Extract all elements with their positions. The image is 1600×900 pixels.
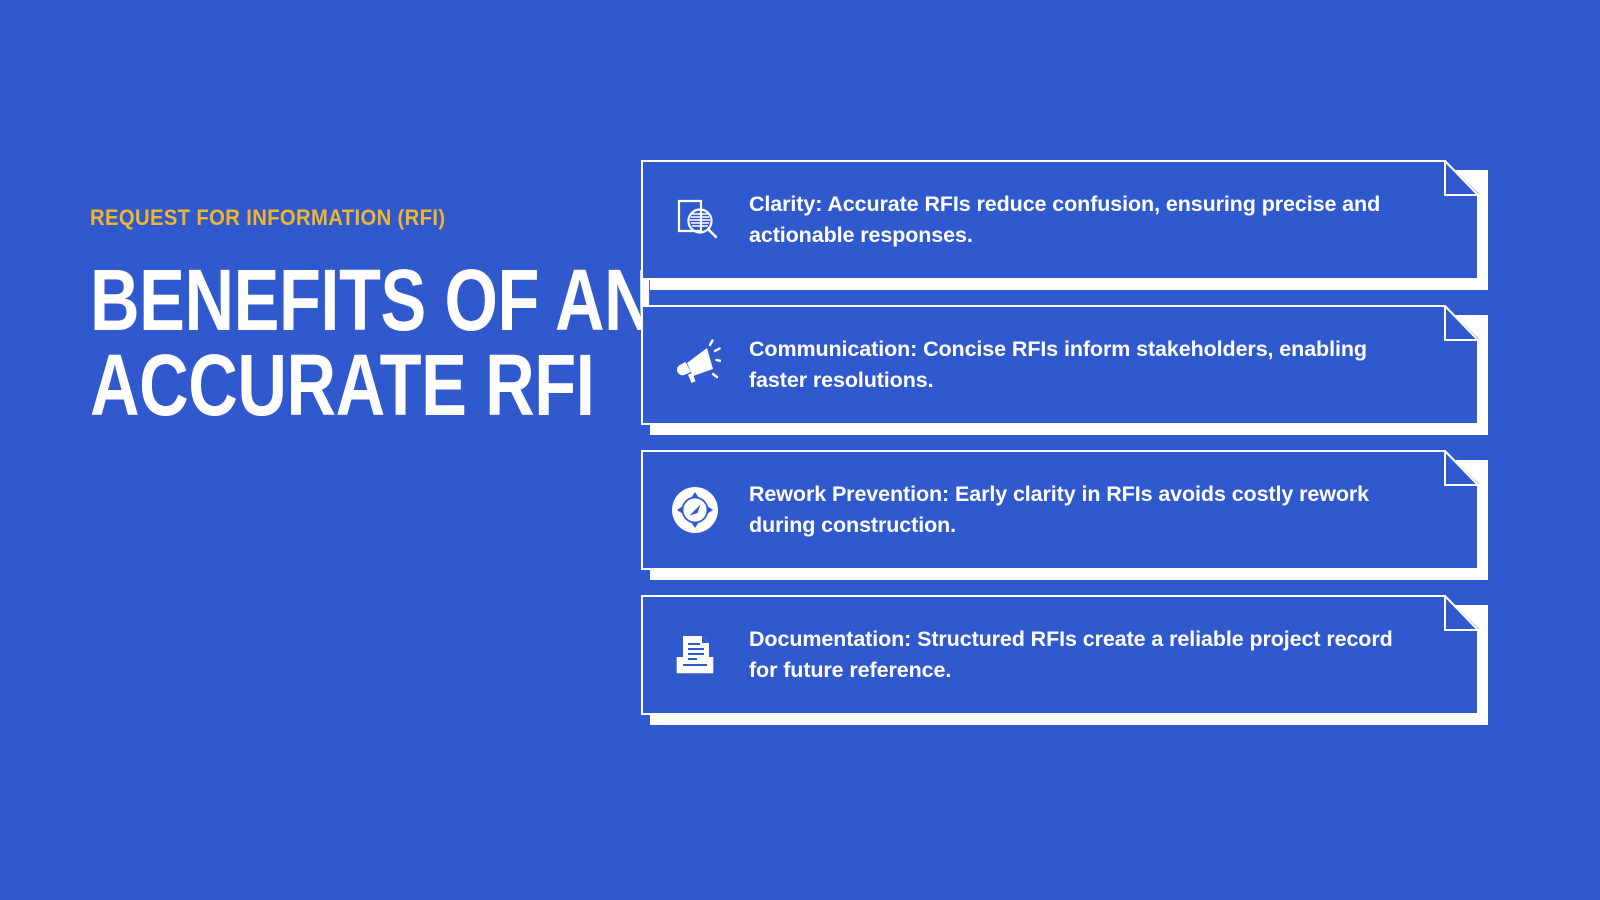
benefit-card-4[interactable]: Documentation: Structured RFIs create a … (641, 595, 1488, 725)
document-tray-icon (663, 623, 727, 687)
page-title-line-1: BENEFITS OF AN (90, 250, 654, 349)
page-title-line-2: ACCURATE RFI (90, 335, 595, 435)
document-magnifier-icon (663, 188, 727, 252)
benefit-card-text: Rework Prevention: Early clarity in RFIs… (749, 482, 1370, 537)
eyebrow-label: REQUEST FOR INFORMATION (RFI) (90, 205, 446, 230)
benefit-card-3[interactable]: Rework Prevention: Early clarity in RFIs… (641, 450, 1488, 580)
benefits-list: Clarity: Accurate RFIs reduce confusion,… (641, 160, 1496, 740)
page-title: BENEFITS OF AN ACCURATE RFI (90, 250, 654, 435)
compass-icon (663, 478, 727, 542)
megaphone-icon (663, 333, 727, 397)
benefit-card-2[interactable]: Communication: Concise RFIs inform stake… (641, 305, 1488, 435)
title-block: REQUEST FOR INFORMATION (RFI) BENEFITS O… (90, 205, 654, 429)
card-body[interactable]: Documentation: Structured RFIs create a … (641, 595, 1479, 715)
benefit-card-text: Communication: Concise RFIs inform stake… (749, 337, 1367, 392)
card-body[interactable]: Communication: Concise RFIs inform stake… (641, 305, 1479, 425)
benefit-card-1[interactable]: Clarity: Accurate RFIs reduce confusion,… (641, 160, 1488, 290)
benefit-card-text: Clarity: Accurate RFIs reduce confusion,… (749, 192, 1381, 247)
card-body[interactable]: Clarity: Accurate RFIs reduce confusion,… (641, 160, 1479, 280)
card-body[interactable]: Rework Prevention: Early clarity in RFIs… (641, 450, 1479, 570)
benefit-card-text: Documentation: Structured RFIs create a … (749, 627, 1393, 682)
